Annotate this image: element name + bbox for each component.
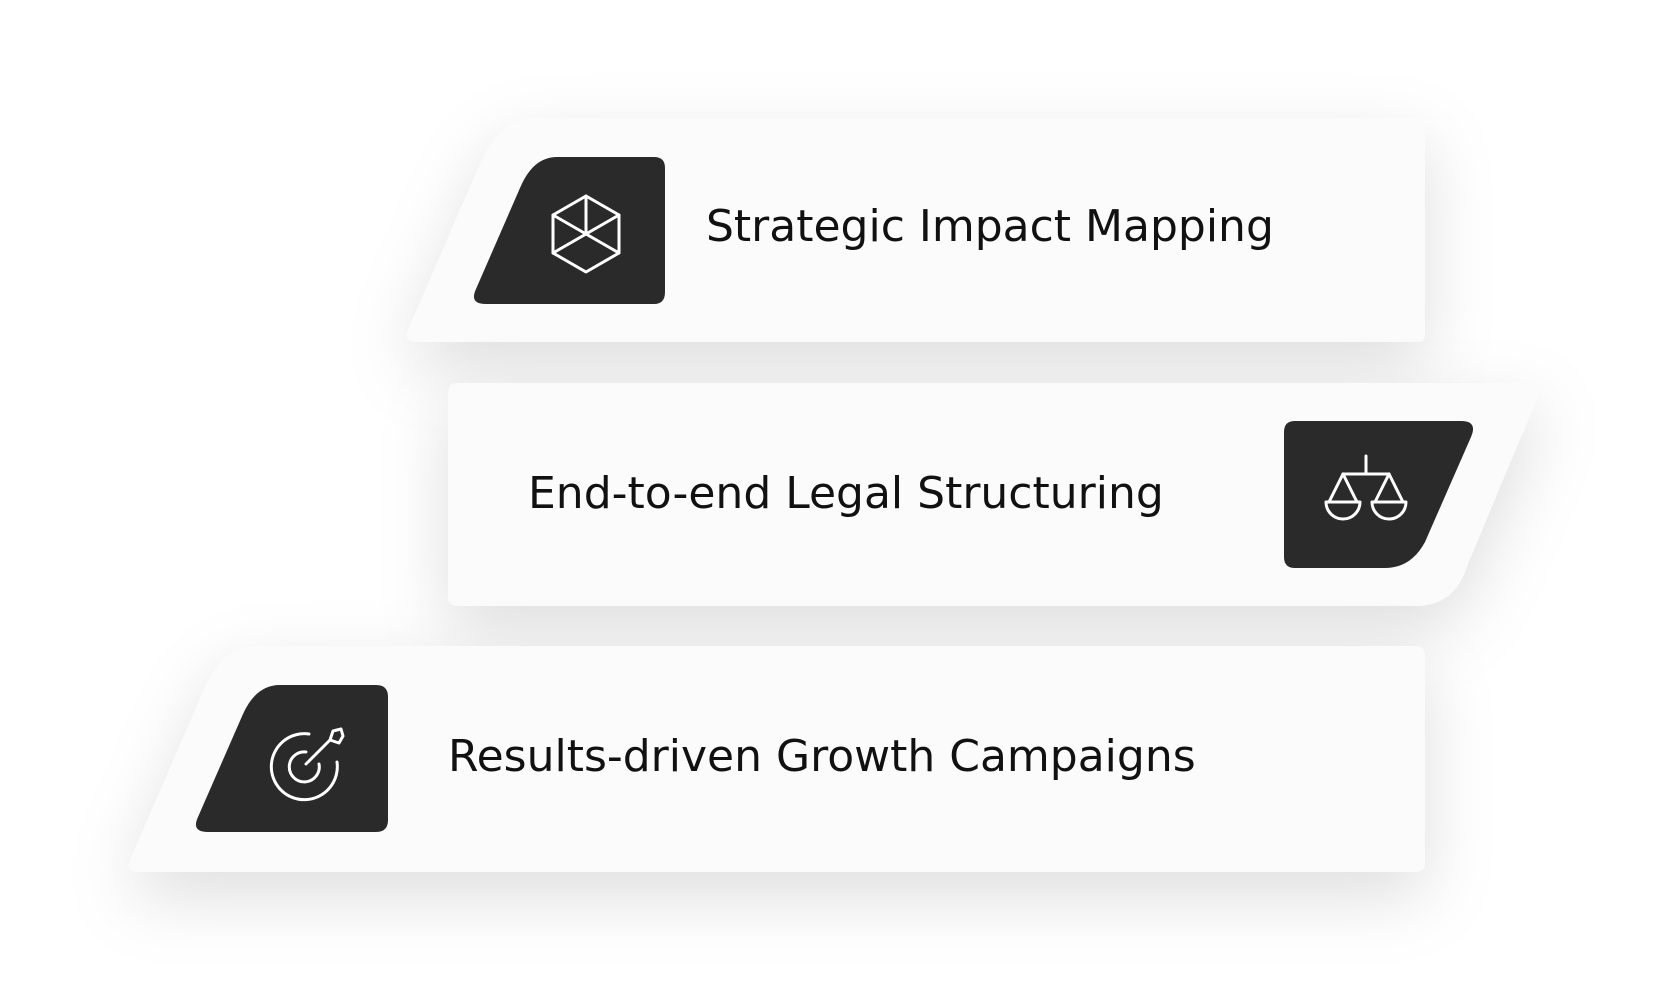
target-arrow-icon xyxy=(269,727,345,802)
card-label-end-to-end-legal-structuring: End-to-end Legal Structuring xyxy=(528,468,1164,519)
card-background xyxy=(448,383,1540,606)
card-label-strategic-impact-mapping: Strategic Impact Mapping xyxy=(706,201,1274,252)
card-strategic-impact-mapping xyxy=(406,118,1425,342)
card-label-results-driven-growth-campaigns: Results-driven Growth Campaigns xyxy=(448,731,1196,782)
card-results-driven-growth-campaigns xyxy=(128,646,1425,872)
card-background xyxy=(128,646,1425,872)
scales-icon xyxy=(1324,454,1408,521)
icon-tile xyxy=(473,157,665,304)
card-end-to-end-legal-structuring xyxy=(448,383,1540,606)
cube-icon xyxy=(551,194,621,274)
